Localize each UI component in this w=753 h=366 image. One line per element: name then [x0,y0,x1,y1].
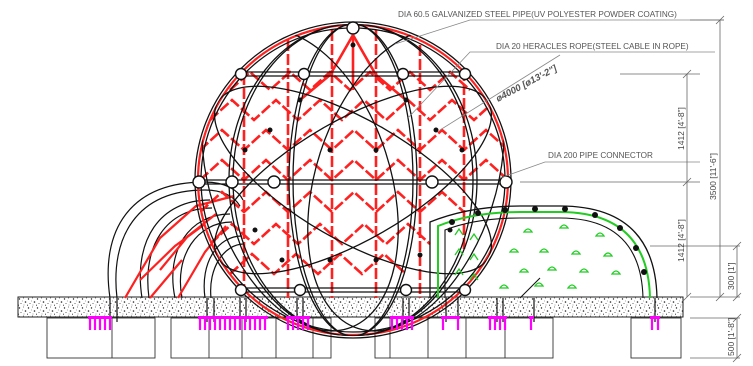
diameter-label: ø4000 [ø13'-2"] [494,63,559,105]
dim-upper-1412: 1412 [4'-8"] [676,107,686,150]
left-arch-tunnel [107,181,245,299]
rope-callout: DIA 20 HERACLES ROPE(STEEL CABLE IN ROPE… [496,42,689,51]
green-bubble-dome [429,205,658,299]
vertical-dimensions [520,15,742,363]
pipe-connectors [192,21,513,297]
ground-section [17,296,684,359]
pipe-callout: DIA 60.5 GALVANIZED STEEL PIPE(UV POLYES… [398,10,677,19]
gravel-layer [17,296,684,318]
concrete-footings [46,317,682,359]
dim-above-ground-300: 300 [1'] [726,262,736,290]
dim-lower-1412: 1412 [4'-8"] [676,219,686,262]
connector-callout: DIA 200 PIPE CONNECTOR [548,151,653,160]
dim-footing-500: 500 [1'-8"] [726,318,736,356]
dim-total-3500: 3500 [11'-6"] [708,153,718,200]
anchor-bolts [88,316,660,330]
callout-leaders [394,19,724,179]
rope-clamps [242,42,465,263]
